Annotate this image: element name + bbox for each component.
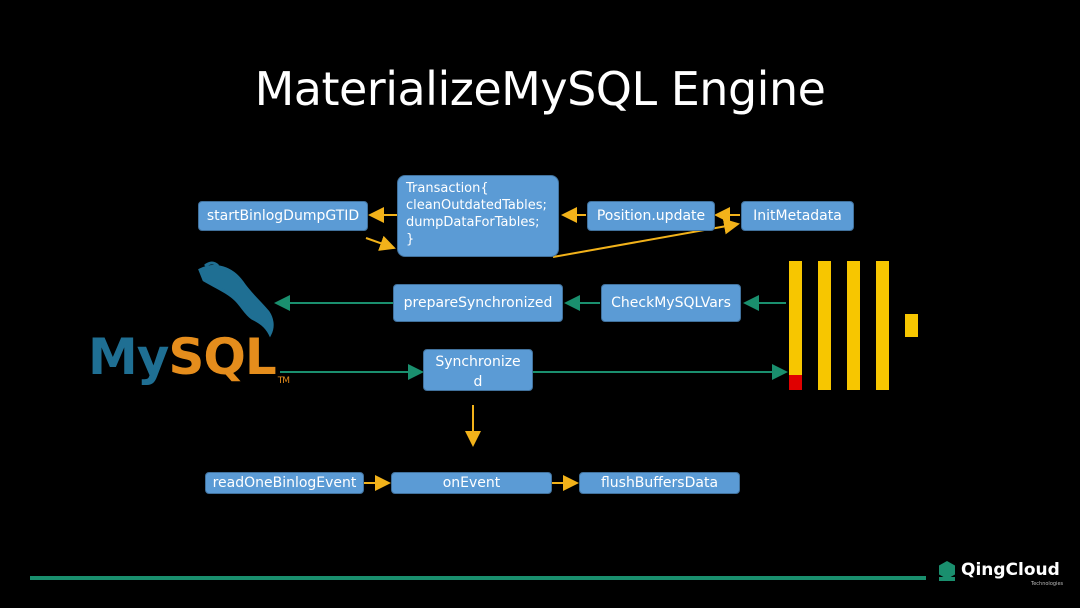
- slide-title: MaterializeMySQL Engine: [254, 62, 826, 116]
- synchronized-line-2: d: [473, 374, 483, 390]
- check-mysql-vars-node: CheckMySQLVars: [601, 284, 741, 322]
- qingcloud-logo: QingCloud Technologies: [937, 560, 1064, 590]
- read-one-binlog-event-node: readOneBinlogEvent: [205, 472, 364, 494]
- mysql-logo-my: My: [88, 328, 169, 386]
- arrow-start-to-transaction: [365, 235, 396, 251]
- start-binlog-dump-gtid-node: startBinlogDumpGTID: [198, 201, 368, 231]
- prepare-synchronized-node: prepareSynchronized: [393, 284, 563, 322]
- mysql-dolphin-icon: [198, 261, 274, 338]
- transaction-line-1: Transaction{: [406, 181, 489, 196]
- synchronized-node: Synchronize d: [423, 349, 533, 391]
- transaction-line-2: cleanOutdatedTables;: [406, 198, 547, 213]
- position-update-node: Position.update: [587, 201, 715, 231]
- mysql-logo-sql: SQL: [168, 328, 276, 386]
- synchronized-line-1: Synchronize: [435, 354, 521, 370]
- transaction-line-4: }: [406, 232, 415, 247]
- init-metadata-node: InitMetadata: [741, 201, 854, 231]
- on-event-node: onEvent: [391, 472, 552, 494]
- flush-buffers-data-node: flushBuffersData: [579, 472, 740, 494]
- transaction-line-3: dumpDataForTables;: [406, 215, 540, 230]
- transaction-node: Transaction{ cleanOutdatedTables; dumpDa…: [397, 175, 559, 257]
- footer-divider: [30, 576, 926, 580]
- clickhouse-logo-icon: [789, 261, 918, 390]
- qingcloud-brand: QingCloud: [961, 560, 1060, 580]
- qingcloud-sub: Technologies: [1031, 581, 1064, 587]
- mysql-logo-tm: TM: [277, 376, 290, 386]
- qingcloud-icon: [939, 561, 955, 581]
